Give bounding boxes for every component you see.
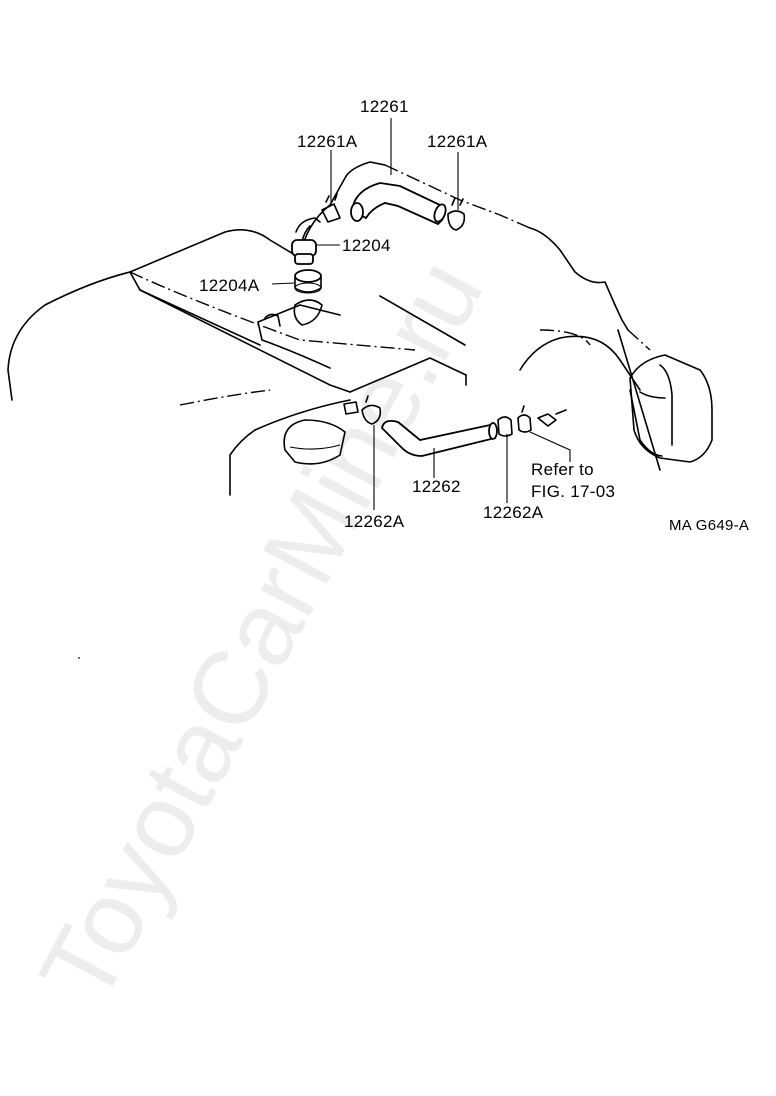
leader-lines xyxy=(271,118,571,510)
clamp-lower-left xyxy=(343,395,382,425)
label-refer-to: Refer to xyxy=(531,460,594,479)
figure-code: MA G649-A xyxy=(669,517,749,534)
label-12204: 12204 xyxy=(342,236,391,255)
label-fig-ref: FIG. 17-03 xyxy=(531,482,615,501)
pcv-valve xyxy=(291,217,321,265)
lower-hose xyxy=(381,419,498,457)
label-12261a-left: 12261A xyxy=(297,132,358,151)
grommet xyxy=(294,269,322,294)
clamp-upper-right xyxy=(447,197,466,231)
label-12262a-left: 12262A xyxy=(344,512,405,531)
engine-outline xyxy=(7,161,713,496)
label-12261: 12261 xyxy=(360,97,409,116)
clamp-lower-right xyxy=(497,405,567,437)
label-12262a-right: 12262A xyxy=(483,503,544,522)
clamp-upper-left xyxy=(321,193,341,223)
label-12262: 12262 xyxy=(412,477,461,496)
stray-dot xyxy=(78,657,80,659)
upper-hose xyxy=(350,182,447,226)
label-12261a-right: 12261A xyxy=(427,132,488,151)
label-12204a: 12204A xyxy=(199,276,260,295)
